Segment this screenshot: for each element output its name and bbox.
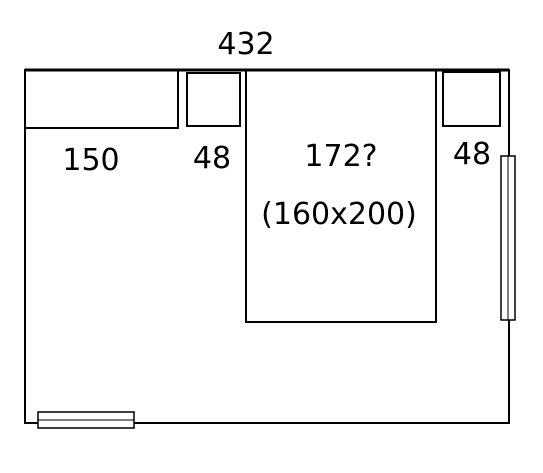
room-width-label: 432: [217, 27, 274, 62]
nightstand-left-label: 48: [193, 141, 231, 176]
bed: [245, 69, 437, 323]
nightstand-right-label: 48: [453, 137, 491, 172]
nightstand-left: [186, 72, 241, 127]
nightstand-right: [442, 71, 501, 127]
bed-size-label: (160x200): [261, 197, 417, 232]
bed-width-label: 172?: [304, 139, 377, 174]
wardrobe-width-label: 150: [62, 143, 119, 178]
wardrobe: [24, 69, 179, 129]
